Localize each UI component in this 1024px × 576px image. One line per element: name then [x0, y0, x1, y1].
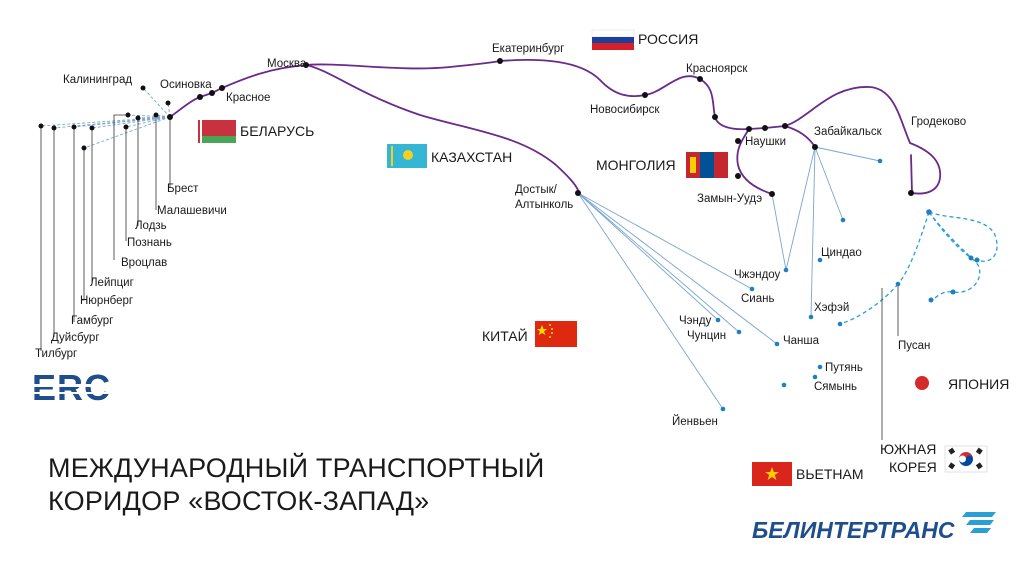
- label-vroclav: Вроцлав: [121, 257, 167, 269]
- flag-kazakhstan: [387, 144, 427, 168]
- country-china: КИТАЙ: [482, 327, 528, 344]
- label-osinovka: Осиновка: [160, 79, 212, 91]
- city-labels: Калининград Осиновка Красное Москва Екат…: [35, 43, 966, 428]
- label-brest: Брест: [167, 183, 199, 195]
- label-novosibirsk: Новосибирск: [590, 104, 660, 116]
- country-belarus: БЕЛАРУСЬ: [240, 123, 314, 139]
- svg-text:ERC: ERC: [32, 367, 111, 408]
- label-lodz: Лодзь: [135, 220, 167, 232]
- svg-text:БЕЛИНТЕРТРАНС: БЕЛИНТЕРТРАНС: [752, 517, 955, 543]
- label-xiamen: Сямынь: [814, 381, 857, 393]
- label-nurnberg: Нюрнберг: [80, 295, 133, 307]
- label-tilburg: Тилбург: [35, 348, 77, 360]
- flag-south-korea: [944, 445, 988, 473]
- label-malashevichi: Малашевичи: [157, 205, 227, 217]
- flag-vietnam: [752, 462, 792, 486]
- label-ekaterinburg: Екатеринбург: [492, 43, 564, 55]
- label-leipzig: Лейпциг: [90, 277, 134, 289]
- country-kazakhstan: КАЗАХСТАН: [431, 149, 512, 165]
- title-line-1: МЕЖДУНАРОДНЫЙ ТРАНСПОРТНЫЙ: [48, 453, 545, 483]
- country-south-korea-line1: ЮЖНАЯ: [880, 441, 936, 457]
- europe-leader-lines: [40, 114, 171, 351]
- flag-belarus: [196, 120, 236, 143]
- label-grodekovo: Гродеково: [911, 116, 966, 128]
- title-line-2: КОРИДОР «ВОСТОК-ЗАПАД»: [48, 486, 430, 516]
- china-branch-lines: [577, 146, 881, 410]
- flag-china: [535, 321, 577, 347]
- label-kaliningrad: Калининград: [63, 74, 132, 86]
- country-russia: РОССИЯ: [638, 31, 698, 47]
- belintertrans-wings-icon: [962, 512, 996, 533]
- destination-nodes: [715, 158, 980, 412]
- belintertrans-logo: БЕЛИНТЕРТРАНС: [752, 512, 996, 543]
- flag-mongolia: [686, 152, 728, 178]
- country-vietnam: ВЬЕТНАМ: [796, 466, 864, 482]
- rail-nodes: [38, 58, 914, 197]
- label-hefei: Хэфэй: [814, 302, 849, 314]
- label-qingdao: Циндао: [821, 247, 862, 259]
- label-chengdu: Чэнду: [679, 315, 712, 327]
- flag-russia: [591, 29, 635, 50]
- flag-japan: [915, 376, 929, 390]
- label-zamyn-uude: Замын-Уудэ: [697, 193, 762, 205]
- label-zhengzhou: Чжэндоу: [734, 269, 781, 281]
- label-altynkol: Алтынколь: [515, 199, 573, 211]
- label-krasnoe: Красное: [226, 92, 270, 104]
- label-changsha: Чанша: [783, 335, 820, 347]
- label-zabaikalsk: Забайкальск: [814, 126, 883, 138]
- label-busan: Пусан: [898, 340, 930, 352]
- label-moskva: Москва: [267, 58, 307, 70]
- label-krasnoyarsk: Красноярск: [686, 63, 748, 75]
- label-dostyk: Достык/: [515, 184, 558, 196]
- label-naushki: Наушки: [745, 136, 786, 148]
- country-south-korea-line2: КОРЕЯ: [889, 459, 937, 475]
- page-title: МЕЖДУНАРОДНЫЙ ТРАНСПОРТНЫЙ КОРИДОР «ВОСТ…: [48, 452, 545, 518]
- country-mongolia: МОНГОЛИЯ: [596, 157, 676, 173]
- europe-branch-lines: [40, 87, 171, 149]
- label-xian: Сиань: [741, 293, 774, 305]
- sea-routes: [839, 211, 998, 325]
- erc-logo: ERC: [32, 367, 156, 408]
- label-poznan: Познань: [127, 237, 172, 249]
- label-hamburg: Гамбург: [71, 315, 113, 327]
- label-yenbai: Йенвьен: [672, 415, 718, 428]
- label-duisburg: Дуйсбург: [51, 332, 100, 344]
- label-chongqing: Чунцин: [687, 330, 726, 342]
- country-japan: ЯПОНИЯ: [948, 376, 1009, 392]
- label-putian: Путянь: [825, 362, 863, 374]
